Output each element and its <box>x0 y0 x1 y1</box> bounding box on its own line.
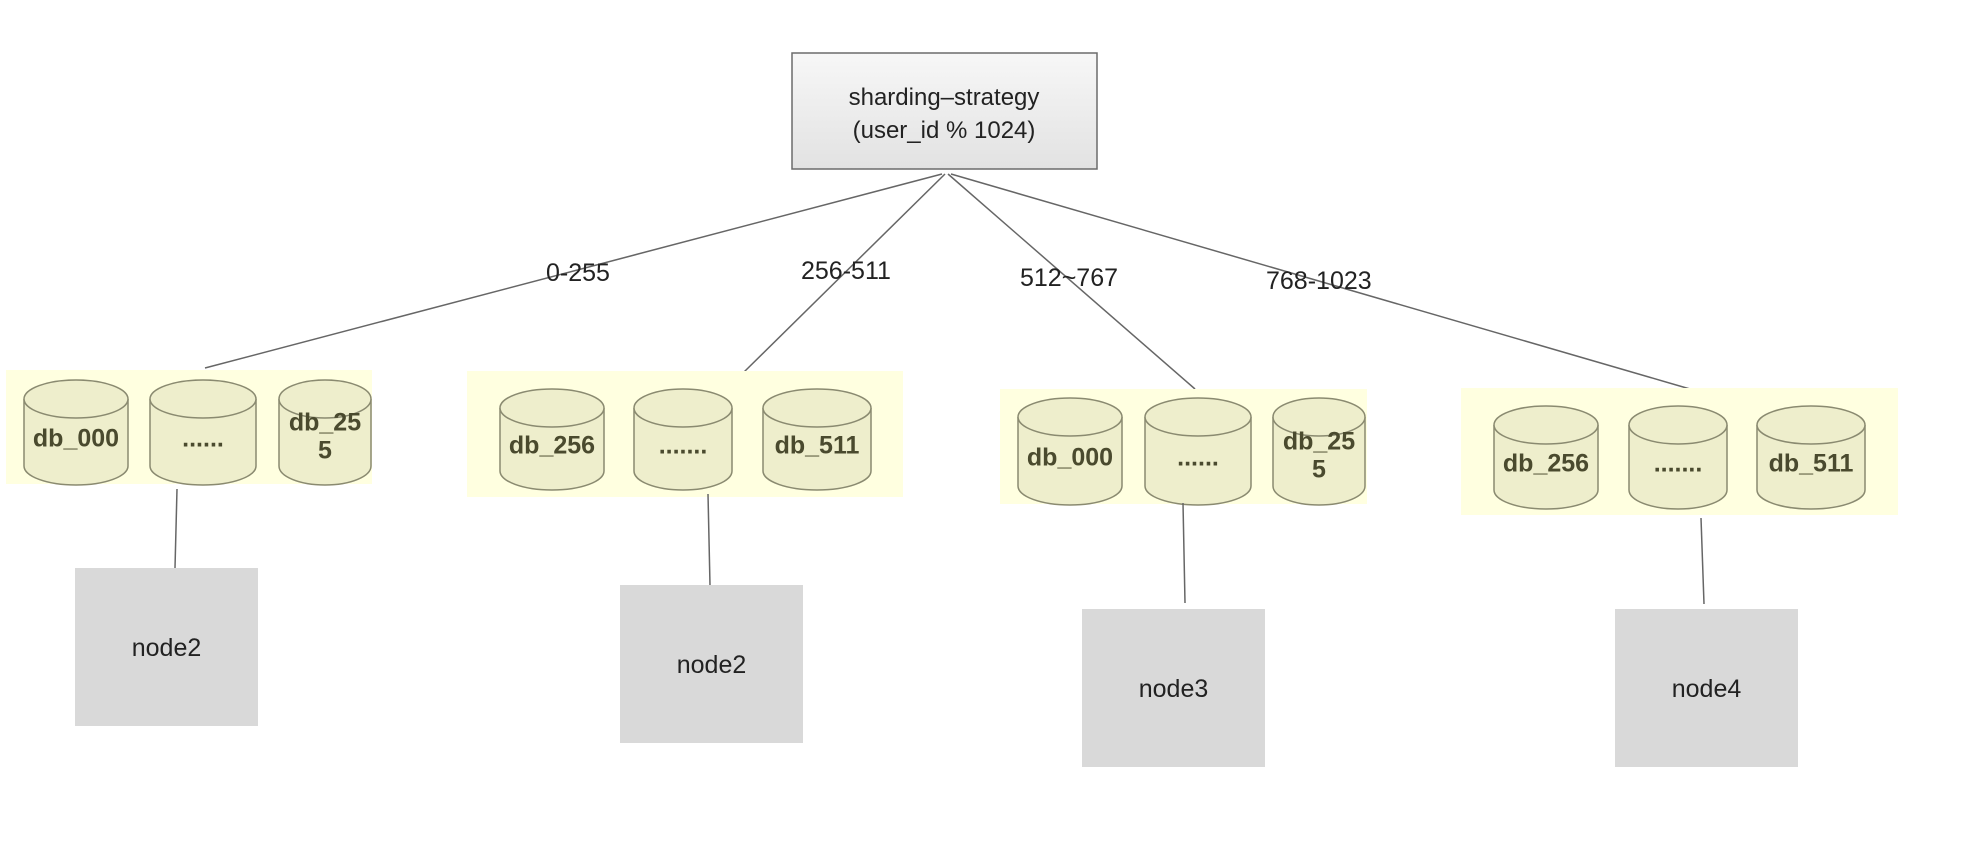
database-label: ...... <box>182 425 224 453</box>
cylinder-body <box>23 399 129 486</box>
node-label: node2 <box>132 634 202 662</box>
cylinder-top <box>23 379 129 419</box>
database-label: db_511 <box>775 432 860 460</box>
database-label: 5 <box>1312 456 1326 484</box>
cylinder-body <box>762 408 872 491</box>
database-cylinder: db_256 <box>499 388 605 491</box>
node-label: node2 <box>677 651 747 679</box>
shard-group-4: db_256....... db_511 node4 <box>1461 388 1898 767</box>
edge-lines <box>204 173 1691 390</box>
node-connector <box>1700 517 1705 605</box>
edge-line-3 <box>947 173 1196 390</box>
edge-label-256-511: 256-511 <box>801 257 891 285</box>
database-label: 5 <box>318 437 332 465</box>
cylinder-body <box>633 408 733 491</box>
database-cylinder: db_511 <box>762 388 872 491</box>
cylinder-top <box>1493 405 1599 445</box>
database-label: db_000 <box>1027 444 1113 472</box>
cylinder-top <box>762 388 872 428</box>
database-label: ...... <box>1177 444 1219 472</box>
database-label: db_511 <box>1769 450 1854 478</box>
shard-group-2: db_256....... db_511 node2 <box>467 371 903 743</box>
node-label: node3 <box>1139 675 1209 703</box>
cylinder-body <box>1272 417 1366 506</box>
node-label: node4 <box>1672 675 1742 703</box>
database-cylinder: db_000 <box>23 379 129 486</box>
edge-line-4 <box>950 173 1691 390</box>
cylinder-body <box>278 399 372 486</box>
cylinder-body <box>1756 425 1866 510</box>
node-box <box>75 568 258 726</box>
node-connector <box>1182 502 1186 604</box>
database-cylinder: db_255 <box>1272 397 1366 506</box>
edge-label-512-767: 512~767 <box>1020 264 1118 292</box>
edge-labels: 0-255 256-511 512~767 768-1023 <box>546 257 1372 295</box>
cylinder-top <box>1017 397 1123 437</box>
node-box <box>620 585 803 743</box>
cylinder-body <box>1144 417 1252 506</box>
database-label: db_25 <box>1283 428 1355 456</box>
database-cylinder: ...... <box>149 379 257 486</box>
cylinder-top <box>1144 397 1252 437</box>
database-cylinder: db_256 <box>1493 405 1599 510</box>
database-label: db_256 <box>509 432 595 460</box>
database-cylinder: ....... <box>633 388 733 491</box>
cylinder-top <box>1756 405 1866 445</box>
edge-label-768-1023: 768-1023 <box>1266 267 1372 295</box>
sharding-strategy-formula: (user_id % 1024) <box>853 117 1036 144</box>
cylinder-body <box>1017 417 1123 506</box>
cylinder-body <box>149 399 257 486</box>
database-label: db_256 <box>1503 450 1589 478</box>
cylinder-top <box>149 379 257 419</box>
cylinder-top <box>278 379 372 419</box>
sharding-strategy-box: sharding–strategy (user_id % 1024) <box>791 52 1098 170</box>
cylinder-top <box>499 388 605 428</box>
database-cylinder: ....... <box>1628 405 1728 510</box>
node-box <box>1615 609 1798 767</box>
database-label: ....... <box>659 432 708 460</box>
node-box <box>1082 609 1265 767</box>
cylinder-top <box>633 388 733 428</box>
edge-label-0-255: 0-255 <box>546 259 610 287</box>
database-cylinder: db_255 <box>278 379 372 486</box>
edge-line-2 <box>743 173 946 373</box>
database-label: ....... <box>1654 450 1703 478</box>
database-label: db_25 <box>289 409 361 437</box>
cylinder-top <box>1272 397 1366 437</box>
shard-group-1: db_000...... db_255 node2 <box>6 370 372 726</box>
cylinder-top <box>1628 405 1728 445</box>
cylinder-body <box>1493 425 1599 510</box>
node-connector <box>174 488 178 569</box>
sharding-strategy-rect <box>791 52 1098 170</box>
cylinder-body <box>499 408 605 491</box>
sharding-strategy-title: sharding–strategy <box>849 84 1040 111</box>
edge-line-1 <box>204 173 943 369</box>
database-cylinder: db_511 <box>1756 405 1866 510</box>
shard-group-3: db_000...... db_255 node3 <box>1000 389 1367 767</box>
shard-groups: db_000......db_255node2db_256.......db_5… <box>6 370 1898 767</box>
cylinder-body <box>1628 425 1728 510</box>
node-connector <box>707 493 711 586</box>
database-label: db_000 <box>33 425 119 453</box>
database-cylinder: ...... <box>1144 397 1252 506</box>
database-cylinder: db_000 <box>1017 397 1123 506</box>
